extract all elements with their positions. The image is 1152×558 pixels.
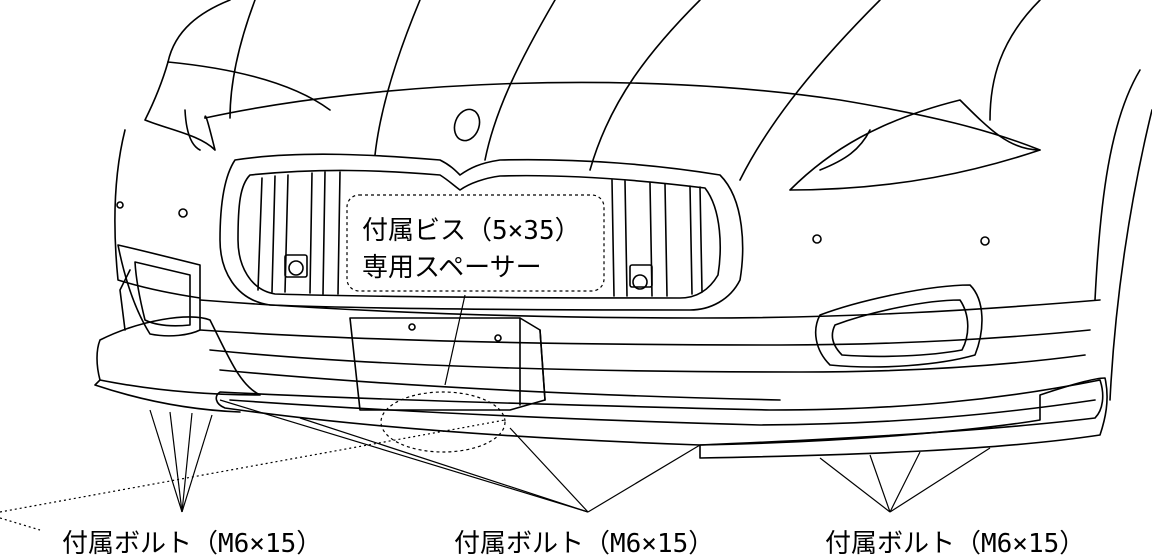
- fender-right: [989, 0, 1041, 121]
- headlight-right: [789, 99, 1041, 191]
- headlight-right-inner: [819, 129, 871, 171]
- bolt-label-center: 付属ボルト（M6×15）: [454, 529, 714, 558]
- callout-label-screw: 付属ビス（5×35）: [362, 216, 581, 246]
- callout-leader: [444, 294, 466, 386]
- callout-box: [346, 194, 605, 292]
- hood-crease-2: [484, 0, 556, 161]
- intake-right: [814, 284, 983, 368]
- headlight-left-inner: [184, 109, 201, 151]
- lip-spoiler-left: [96, 316, 261, 396]
- hood-edge-front: [204, 81, 1041, 151]
- lip-spoiler-left-lower: [94, 379, 241, 413]
- hood-crease-1: [374, 0, 421, 156]
- plate-hole-2: [494, 334, 502, 342]
- grille-outline: [219, 153, 744, 311]
- grille-inner: [237, 169, 721, 299]
- dotted-guide-line-2: [0, 517, 41, 531]
- lip-spoiler-center: [215, 379, 1104, 446]
- bolt-label-right: 付属ボルト（M6×15）: [825, 529, 1085, 558]
- sensor-right-1: [812, 234, 822, 244]
- bumper-line-2: [199, 329, 1091, 346]
- sensor-right-2: [980, 236, 990, 246]
- leaders-right: [819, 447, 991, 513]
- sensor-left-outer: [116, 201, 124, 209]
- leaders-left: [149, 409, 213, 513]
- fender-line-right: [1094, 69, 1141, 301]
- grille-slats: [257, 171, 703, 297]
- sensor-left: [178, 208, 188, 218]
- dotted-guide-line: [0, 419, 506, 513]
- plate-hole-1: [408, 323, 416, 331]
- body-left-2: [119, 269, 131, 331]
- plate-mount-edge: [519, 317, 546, 406]
- bumper-line-1: [199, 299, 1101, 319]
- callout-target-ellipse: [380, 391, 506, 453]
- leaders-center: [219, 399, 701, 513]
- bumper-line-3: [209, 349, 1086, 373]
- hood-crease-4: [739, 0, 881, 181]
- intake-left-inner: [134, 261, 191, 327]
- grille-bolt-right: [632, 274, 648, 290]
- grille-bracket-right: [629, 264, 653, 288]
- hood-crease-left: [229, 0, 256, 119]
- hood-outline: [167, 0, 231, 63]
- grille-bolt-left: [288, 260, 304, 276]
- hood-line: [167, 61, 331, 111]
- intake-right-inner: [831, 299, 969, 358]
- fender-line-right-2: [1109, 109, 1152, 401]
- bolt-label-left: 付属ボルト（M6×15）: [62, 529, 322, 558]
- body-left: [114, 129, 201, 299]
- grille-bracket-left: [284, 254, 308, 278]
- callout-label-spacer: 専用スペーサー: [362, 253, 542, 283]
- plate-mount: [349, 317, 546, 411]
- intake-left: [117, 244, 201, 337]
- lip-spoiler-right: [699, 377, 1108, 459]
- hood-crease-3: [589, 0, 701, 171]
- headlight-left: [144, 61, 216, 151]
- emblem: [453, 108, 481, 142]
- bumper-line-4: [219, 369, 781, 401]
